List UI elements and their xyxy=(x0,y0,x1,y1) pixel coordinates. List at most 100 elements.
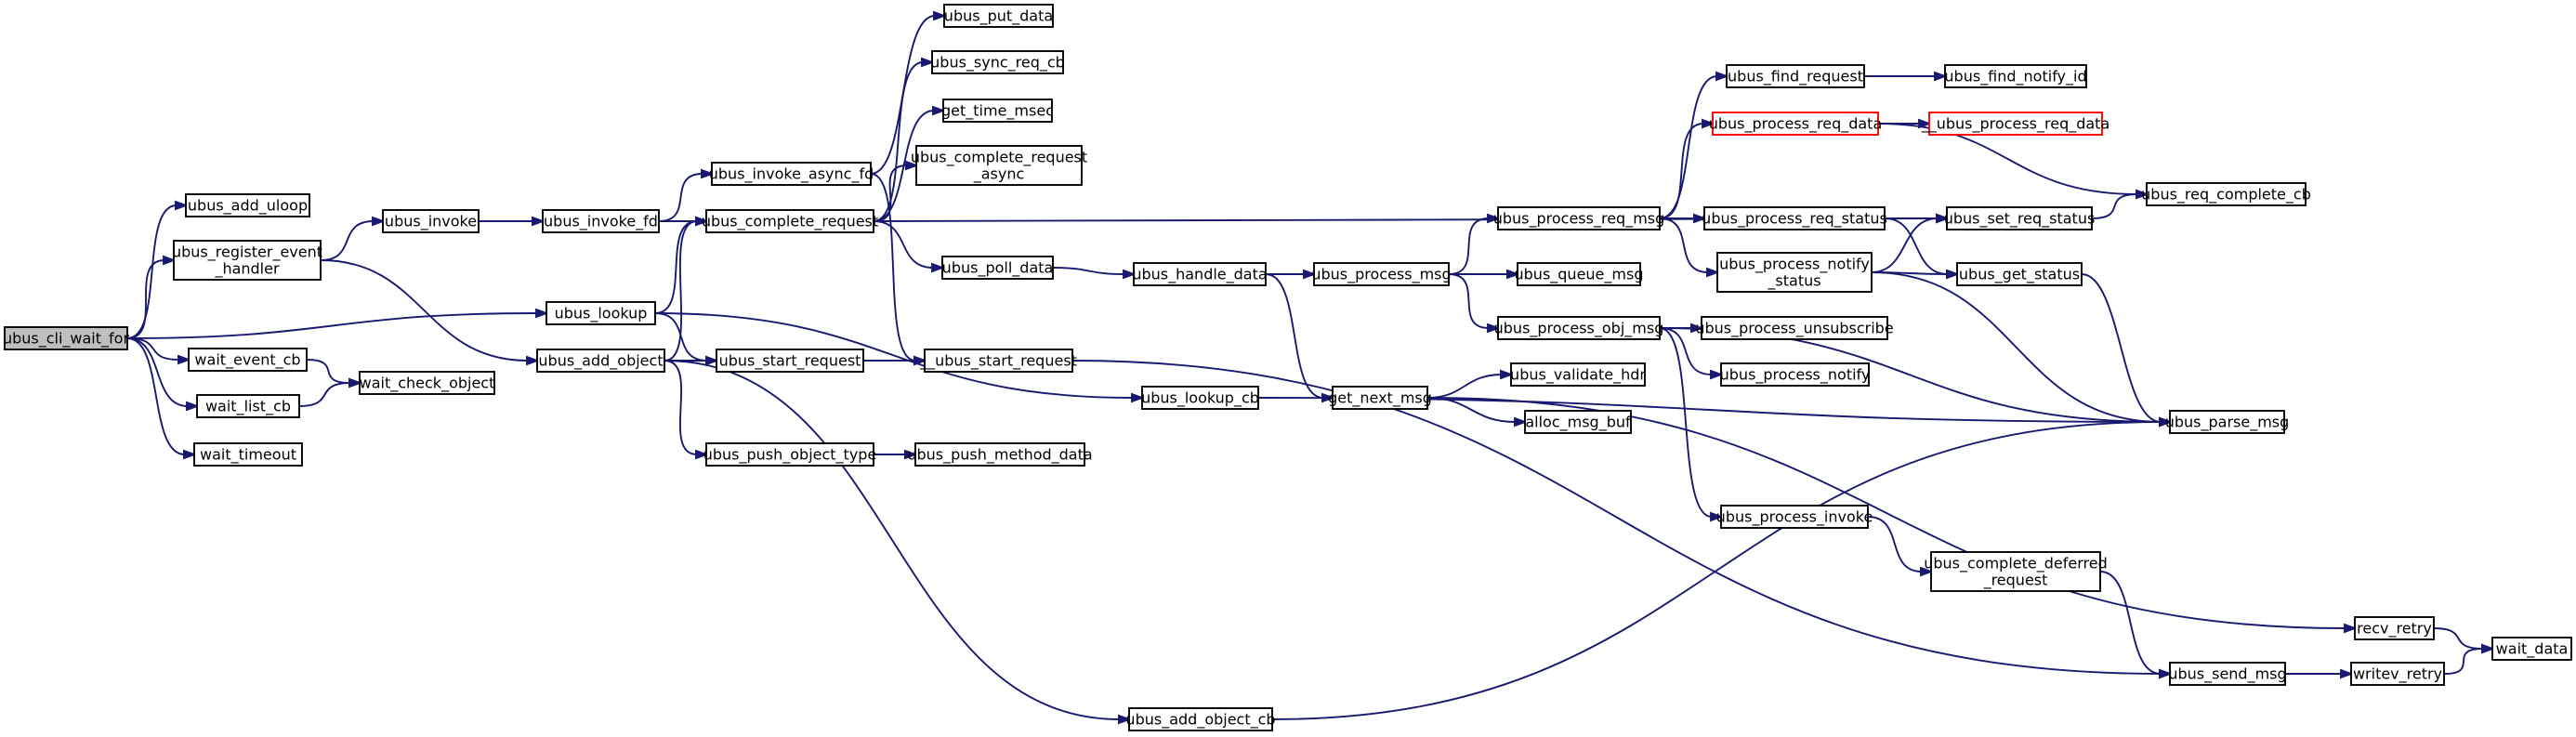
node-ubus_find_notify_id[interactable]: ubus_find_notify_id xyxy=(1944,64,2087,88)
node-ubus_req_complete_cb[interactable]: ubus_req_complete_cb xyxy=(2141,182,2311,206)
edge-line xyxy=(654,312,708,362)
node-ubus_validate_hdr[interactable]: ubus_validate_hdr xyxy=(1510,362,1646,387)
node-ubus_complete_request_async[interactable]: ubus_complete_request_async xyxy=(911,145,1087,186)
edge-ubus_lookup-to-ubus_lookup_cb xyxy=(654,312,1145,403)
edge-ubus_cli_wait_for-to-wait_timeout xyxy=(126,337,197,460)
edge-line xyxy=(1659,327,1713,375)
edge-line xyxy=(306,359,351,384)
node-__ubus_process_req_data[interactable]: __ubus_process_req_data xyxy=(1921,112,2110,136)
node-label: ubus_find_request xyxy=(1728,68,1863,86)
arrowhead xyxy=(1487,213,1501,224)
node-ubus_process_req_msg[interactable]: ubus_process_req_msg xyxy=(1493,206,1665,230)
node-box xyxy=(1313,262,1450,286)
edge-ubus_cli_wait_for-to-ubus_lookup xyxy=(126,308,549,339)
node-wait_timeout[interactable]: wait_timeout xyxy=(193,442,303,467)
node-ubus_add_object[interactable]: ubus_add_object xyxy=(536,349,665,373)
node-box xyxy=(536,349,665,373)
edge-ubus_process_obj_msg-to-ubus_process_notify xyxy=(1659,327,1724,380)
node-label: get_time_msec xyxy=(941,102,1054,121)
node-get_time_msec[interactable]: get_time_msec xyxy=(941,99,1054,123)
node-wait_data[interactable]: wait_data xyxy=(2491,637,2572,661)
node-label: ubus_push_object_type xyxy=(703,446,877,465)
edge-line xyxy=(1659,327,1713,518)
node-ubus_start_request[interactable]: ubus_start_request xyxy=(716,349,864,373)
node-ubus_set_req_status[interactable]: ubus_set_req_status xyxy=(1944,206,2096,230)
edge-ubus_cli_wait_for-to-wait_event_cb xyxy=(126,337,191,365)
node-ubus_invoke_fd[interactable]: ubus_invoke_fd xyxy=(542,209,660,233)
node-label: ubus_send_msg xyxy=(2168,665,2286,684)
node-box xyxy=(2354,616,2435,640)
edge-ubus_process_req_msg-to-ubus_process_req_status xyxy=(1660,213,1707,224)
node-ubus_process_msg[interactable]: ubus_process_msg xyxy=(1311,262,1452,286)
edge-writev_retry-to-wait_data xyxy=(2443,643,2495,675)
edge-line xyxy=(1867,516,1923,572)
arrowhead xyxy=(705,355,719,366)
edge-ubus_find_request-to-ubus_find_notify_id xyxy=(1864,71,1948,82)
node-get_next_msg[interactable]: get_next_msg xyxy=(1328,386,1432,410)
node-ubus_push_method_data[interactable]: ubus_push_method_data xyxy=(907,442,1093,467)
edge-line xyxy=(126,312,538,339)
arrowhead xyxy=(348,377,362,388)
node-box xyxy=(542,209,660,233)
node-ubus_push_object_type[interactable]: ubus_push_object_type xyxy=(703,442,877,467)
node-ubus_process_invoke[interactable]: ubus_process_invoke xyxy=(1716,505,1873,529)
arrowhead xyxy=(372,216,386,227)
edge-line xyxy=(1871,217,1939,273)
node-ubus_process_notify[interactable]: ubus_process_notify xyxy=(1720,362,1871,387)
node-wait_event_cb[interactable]: wait_event_cb xyxy=(188,348,308,372)
node-ubus_add_object_cb[interactable]: ubus_add_object_cb xyxy=(1125,707,1276,731)
node-box xyxy=(716,349,864,373)
node-recv_retry[interactable]: recv_retry xyxy=(2354,616,2435,640)
node-ubus_handle_data[interactable]: ubus_handle_data xyxy=(1132,262,1268,286)
node-ubus_find_request[interactable]: ubus_find_request xyxy=(1726,64,1865,88)
node-label: ubus_lookup_cb xyxy=(1141,389,1259,408)
node-ubus_get_status[interactable]: ubus_get_status xyxy=(1956,262,2083,286)
node-ubus_lookup_cb[interactable]: ubus_lookup_cb xyxy=(1141,386,1259,410)
node-label: _handler xyxy=(214,260,280,279)
node-ubus_poll_data[interactable]: ubus_poll_data xyxy=(941,256,1054,280)
node-ubus_complete_deferred_request[interactable]: ubus_complete_deferred_request xyxy=(1924,551,2108,592)
node-label: ubus_complete_request xyxy=(702,213,878,231)
node-ubus_process_notify_status[interactable]: ubus_process_notify_status xyxy=(1716,252,1873,293)
edge-line xyxy=(658,173,703,222)
node-ubus_invoke_async_fd[interactable]: ubus_invoke_async_fd xyxy=(709,162,874,186)
node-ubus_lookup[interactable]: ubus_lookup xyxy=(545,301,656,325)
arrowhead xyxy=(1934,71,1948,82)
node-ubus_add_uloop[interactable]: ubus_add_uloop xyxy=(185,193,310,217)
node-ubus_sync_req_cb[interactable]: ubus_sync_req_cb xyxy=(930,50,1065,74)
node-label: ubus_invoke_async_fd xyxy=(709,165,874,184)
node-wait_check_object[interactable]: wait_check_object xyxy=(359,371,495,395)
node-ubus_send_msg[interactable]: ubus_send_msg xyxy=(2168,662,2287,686)
node-ubus_complete_request[interactable]: ubus_complete_request xyxy=(702,209,878,233)
edge-ubus_poll_data-to-ubus_handle_data xyxy=(1052,267,1137,280)
edge-ubus_complete_request-to-ubus_poll_data xyxy=(873,220,945,273)
node-__ubus_start_request[interactable]: __ubus_start_request xyxy=(919,349,1077,373)
node-ubus_process_obj_msg[interactable]: ubus_process_obj_msg xyxy=(1494,316,1664,340)
edge-ubus_register_event_handler-to-ubus_add_object xyxy=(320,259,540,366)
edge-line xyxy=(2099,571,2162,675)
node-ubus_invoke[interactable]: ubus_invoke xyxy=(382,209,480,233)
node-box xyxy=(196,394,300,418)
node-ubus_cli_wait_for[interactable]: ubus_cli_wait_for xyxy=(3,326,129,350)
edge-line xyxy=(1071,360,2162,675)
edge-ubus_add_object-to-ubus_complete_request xyxy=(664,216,709,362)
arrowhead xyxy=(932,105,946,116)
arrowhead xyxy=(1123,269,1137,280)
node-ubus_process_unsubscribe[interactable]: ubus_process_unsubscribe xyxy=(1695,316,1894,340)
arrowhead xyxy=(933,10,947,21)
node-ubus_process_req_data[interactable]: ubus_process_req_data xyxy=(1709,112,1883,136)
node-ubus_put_data[interactable]: ubus_put_data xyxy=(943,4,1054,28)
node-ubus_process_req_status[interactable]: ubus_process_req_status xyxy=(1702,206,1887,230)
edge-line xyxy=(1426,374,1503,399)
edge-ubus_process_msg-to-ubus_process_req_msg xyxy=(1448,213,1501,275)
node-label: ubus_poll_data xyxy=(942,259,1054,278)
node-wait_list_cb[interactable]: wait_list_cb xyxy=(196,394,300,418)
node-ubus_parse_msg[interactable]: ubus_parse_msg xyxy=(2165,410,2290,434)
node-ubus_register_event_handler[interactable]: ubus_register_event_handler xyxy=(172,240,322,281)
edge-ubus_process_notify_status-to-ubus_set_req_status xyxy=(1871,213,1950,273)
node-writev_retry[interactable]: writev_retry xyxy=(2350,662,2445,686)
node-ubus_queue_msg[interactable]: ubus_queue_msg xyxy=(1515,262,1644,286)
call-graph-nodes: ubus_cli_wait_for ubus_add_uloop ubus_regi… xyxy=(3,4,2572,731)
node-alloc_msg_buf[interactable]: alloc_msg_buf xyxy=(1524,410,1632,434)
edge-ubus_add_object_cb-to-ubus_parse_msg xyxy=(1271,416,2173,720)
